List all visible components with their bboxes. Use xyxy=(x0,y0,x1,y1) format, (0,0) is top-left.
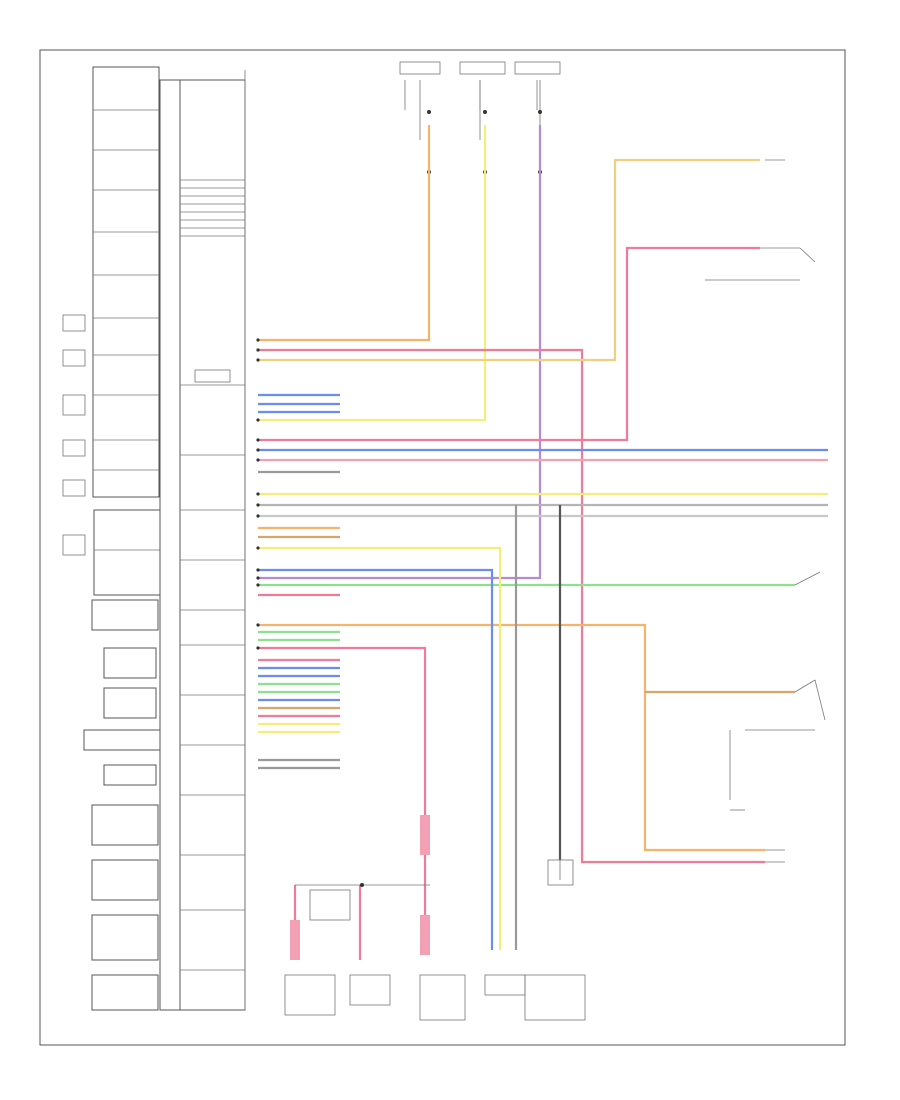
left-indicator-labels xyxy=(62,314,86,556)
combination-meter-block xyxy=(159,70,246,1011)
left-lamp-column xyxy=(83,66,161,1011)
right-components xyxy=(547,159,826,886)
wires xyxy=(258,125,828,960)
wire-yellow-feed xyxy=(258,125,487,422)
wire-blue-2 xyxy=(258,568,494,950)
wire-pink-main xyxy=(258,348,765,864)
wire-yellow-3 xyxy=(258,546,502,950)
wire-orange-feed xyxy=(258,125,431,342)
wire-purple-feed xyxy=(258,125,542,580)
meter-pins xyxy=(256,338,260,650)
wire-tan-mid xyxy=(258,623,765,852)
wire-pink-lower xyxy=(258,646,427,950)
diagram-frame xyxy=(39,49,846,1046)
wire-tan-top-right xyxy=(258,158,760,362)
top-power-feeds xyxy=(399,61,561,174)
bottom-components xyxy=(284,815,586,1021)
wire-pink-upper-right xyxy=(258,246,760,442)
